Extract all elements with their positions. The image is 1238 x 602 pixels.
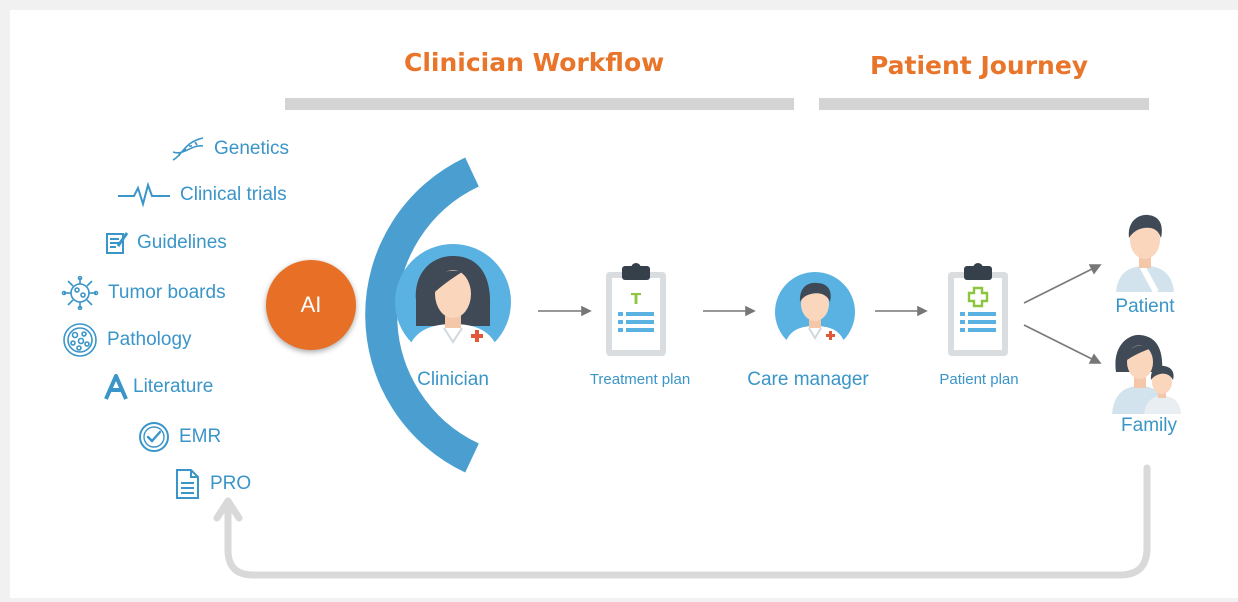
- source-label: Pathology: [107, 329, 192, 350]
- treatment-plan-label: Treatment plan: [589, 371, 691, 388]
- ai-badge: AI: [266, 260, 356, 350]
- clinician-workflow-bar: [285, 98, 794, 110]
- feedback-arrowhead: [213, 497, 243, 522]
- dna-icon: [172, 137, 204, 161]
- source-label: PRO: [210, 473, 252, 494]
- family-avatar-icon: [1112, 334, 1181, 414]
- source-label: Literature: [133, 376, 214, 397]
- source-label: Guidelines: [137, 232, 227, 253]
- source-tumor-boards: Tumor boards: [60, 276, 226, 310]
- arrow-plan-to-patient: [1023, 267, 1095, 304]
- care-manager-label: Care manager: [747, 369, 869, 390]
- family-label: Family: [1121, 415, 1177, 436]
- source-literature: Literature: [103, 373, 213, 401]
- heartbeat-icon: [118, 182, 170, 208]
- patient-plan-label: Patient plan: [939, 371, 1019, 388]
- source-label: Clinical trials: [180, 184, 287, 205]
- clinician-avatar-icon: [395, 244, 511, 362]
- checklist-icon: [106, 232, 129, 254]
- svg-text:T: T: [631, 290, 642, 308]
- treatment-plan-clipboard-icon: T: [606, 263, 666, 356]
- document-icon: [176, 469, 199, 499]
- feedback-loop: [224, 464, 1151, 579]
- patient-avatar-icon: [1116, 214, 1174, 292]
- source-label: Genetics: [214, 138, 289, 159]
- source-pro: PRO: [172, 468, 251, 500]
- patient-journey-bar: [819, 98, 1149, 110]
- source-emr: EMR: [137, 421, 221, 453]
- patient-journey-heading: Patient Journey: [870, 51, 1089, 80]
- source-pathology: Pathology: [61, 322, 192, 358]
- source-label: EMR: [179, 426, 222, 447]
- data-arc: [365, 157, 479, 473]
- clinician-workflow-heading: Clinician Workflow: [404, 48, 665, 77]
- source-label: Tumor boards: [108, 282, 226, 303]
- literature-a-icon: [104, 374, 128, 400]
- source-genetics: Genetics: [170, 134, 289, 164]
- virus-icon: [61, 276, 99, 310]
- care-manager-avatar-icon: [775, 272, 855, 354]
- check-circle-icon: [139, 422, 169, 452]
- source-guidelines: Guidelines: [105, 230, 227, 256]
- clinician-label: Clinician: [417, 369, 489, 390]
- arrow-plan-to-family: [1023, 324, 1095, 361]
- patient-plan-clipboard-icon: [948, 263, 1008, 356]
- patient-label: Patient: [1115, 296, 1175, 317]
- cell-icon: [63, 323, 97, 357]
- source-clinical-trials: Clinical trials: [116, 182, 287, 208]
